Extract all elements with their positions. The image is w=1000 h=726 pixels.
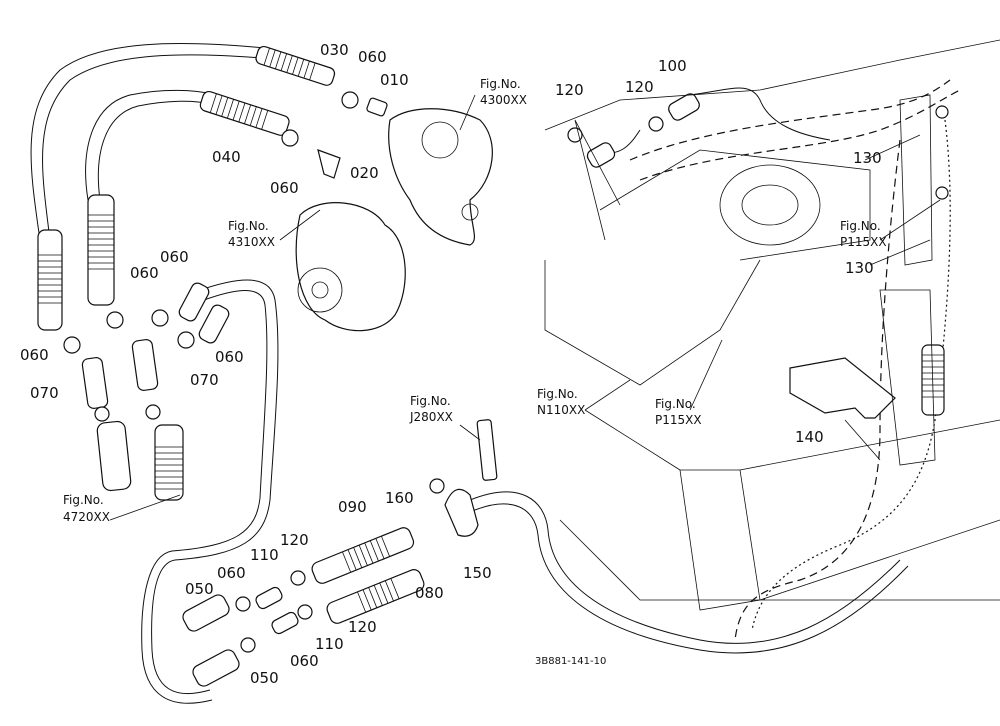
fig-4720-label: Fig.No. [63,493,104,507]
fig-J280-code: J280XX [409,410,453,424]
fig-J280-label: Fig.No. [410,394,451,408]
label-050-a: 050 [185,580,214,598]
label-060-d: 060 [130,264,159,282]
label-100: 100 [658,57,687,75]
label-060-c: 060 [160,248,189,266]
fig-N110-code: N110XX [537,403,585,417]
fig-P115b-code: P115XX [840,235,887,249]
label-110-a: 110 [250,546,279,564]
engine-components [295,108,493,332]
label-060-a: 060 [358,48,387,66]
fig-4300-code: 4300XX [480,93,527,107]
small-parts [63,91,949,687]
fig-N110-label: Fig.No. [537,387,578,401]
label-060-b: 060 [270,179,299,197]
fig-P115a-label: Fig.No. [655,397,696,411]
label-130-a: 130 [853,149,882,167]
label-120-d: 120 [625,78,654,96]
label-060-h: 060 [290,652,319,670]
label-030: 030 [320,41,349,59]
frame-structure [544,39,1000,611]
part-labels: 030 060 010 040 020 060 060 060 060 060 … [20,41,882,687]
corrugated-hoses [37,45,945,624]
label-070-a: 070 [30,384,59,402]
label-070-b: 070 [190,371,219,389]
label-090: 090 [338,498,367,516]
leader-lines [109,94,941,521]
label-060-e: 060 [20,346,49,364]
label-150: 150 [463,564,492,582]
label-020: 020 [350,164,379,182]
label-050-b: 050 [250,669,279,687]
label-040: 040 [212,148,241,166]
fig-P115a-code: P115XX [655,413,702,427]
label-120-c: 120 [555,81,584,99]
fig-4720-code: 4720XX [63,510,110,524]
drawing-code: 3B881-141-10 [535,656,606,667]
label-060-f: 060 [215,348,244,366]
label-080: 080 [415,584,444,602]
fig-4300-label: Fig.No. [480,77,521,91]
fig-4310-label: Fig.No. [228,219,269,233]
label-140: 140 [795,428,824,446]
label-120-b: 120 [348,618,377,636]
fig-4310-code: 4310XX [228,235,275,249]
figure-references: Fig.No. 4300XX Fig.No. 4310XX Fig.No. 47… [63,77,887,524]
hose-routes [30,42,961,704]
label-130-b: 130 [845,259,874,277]
fig-P115b-label: Fig.No. [840,219,881,233]
label-060-g: 060 [217,564,246,582]
label-110-b: 110 [315,635,344,653]
label-120-a: 120 [280,531,309,549]
label-010: 010 [380,71,409,89]
label-160: 160 [385,489,414,507]
